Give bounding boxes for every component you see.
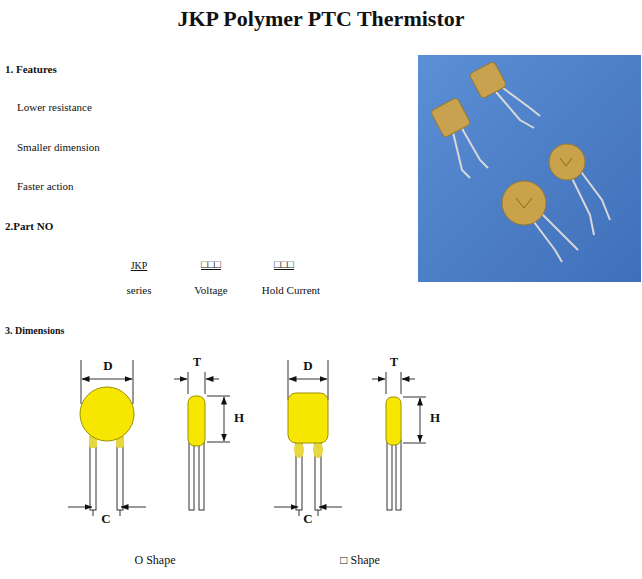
o-shape-side-view [174, 372, 230, 510]
feature-item: Lower resistance [17, 101, 92, 114]
part-field-label: series [126, 284, 151, 297]
dimension-letter: C [99, 512, 112, 527]
part-code: JKP [131, 260, 148, 272]
dimension-letter: T [388, 356, 400, 370]
dimension-letter: H [232, 411, 246, 426]
square-shape-front-view [274, 360, 342, 516]
shape-caption: O Shape [135, 554, 176, 568]
dimension-letter: T [191, 356, 203, 370]
dimension-letter: D [301, 359, 314, 374]
shape-caption: □ Shape [340, 554, 380, 568]
dimension-letter: H [428, 411, 442, 426]
section-heading: 2.Part NO [5, 220, 53, 233]
part-field-label: Voltage [194, 284, 227, 297]
part-field-label: Hold Current [262, 284, 320, 297]
o-shape-front-view [68, 360, 146, 516]
section-heading: 1. Features [5, 63, 57, 76]
dimension-letter: D [101, 359, 114, 374]
section-heading: 3. Dimensions [5, 325, 64, 337]
product-photo [418, 55, 641, 282]
part-code: □□□ [274, 258, 294, 271]
dimension-letter: C [301, 512, 314, 527]
part-code: □□□ [201, 258, 221, 271]
page-title: JKP Polymer PTC Thermistor [178, 6, 465, 31]
square-shape-side-view [372, 372, 426, 510]
feature-item: Smaller dimension [17, 141, 100, 154]
feature-item: Faster action [17, 180, 74, 193]
